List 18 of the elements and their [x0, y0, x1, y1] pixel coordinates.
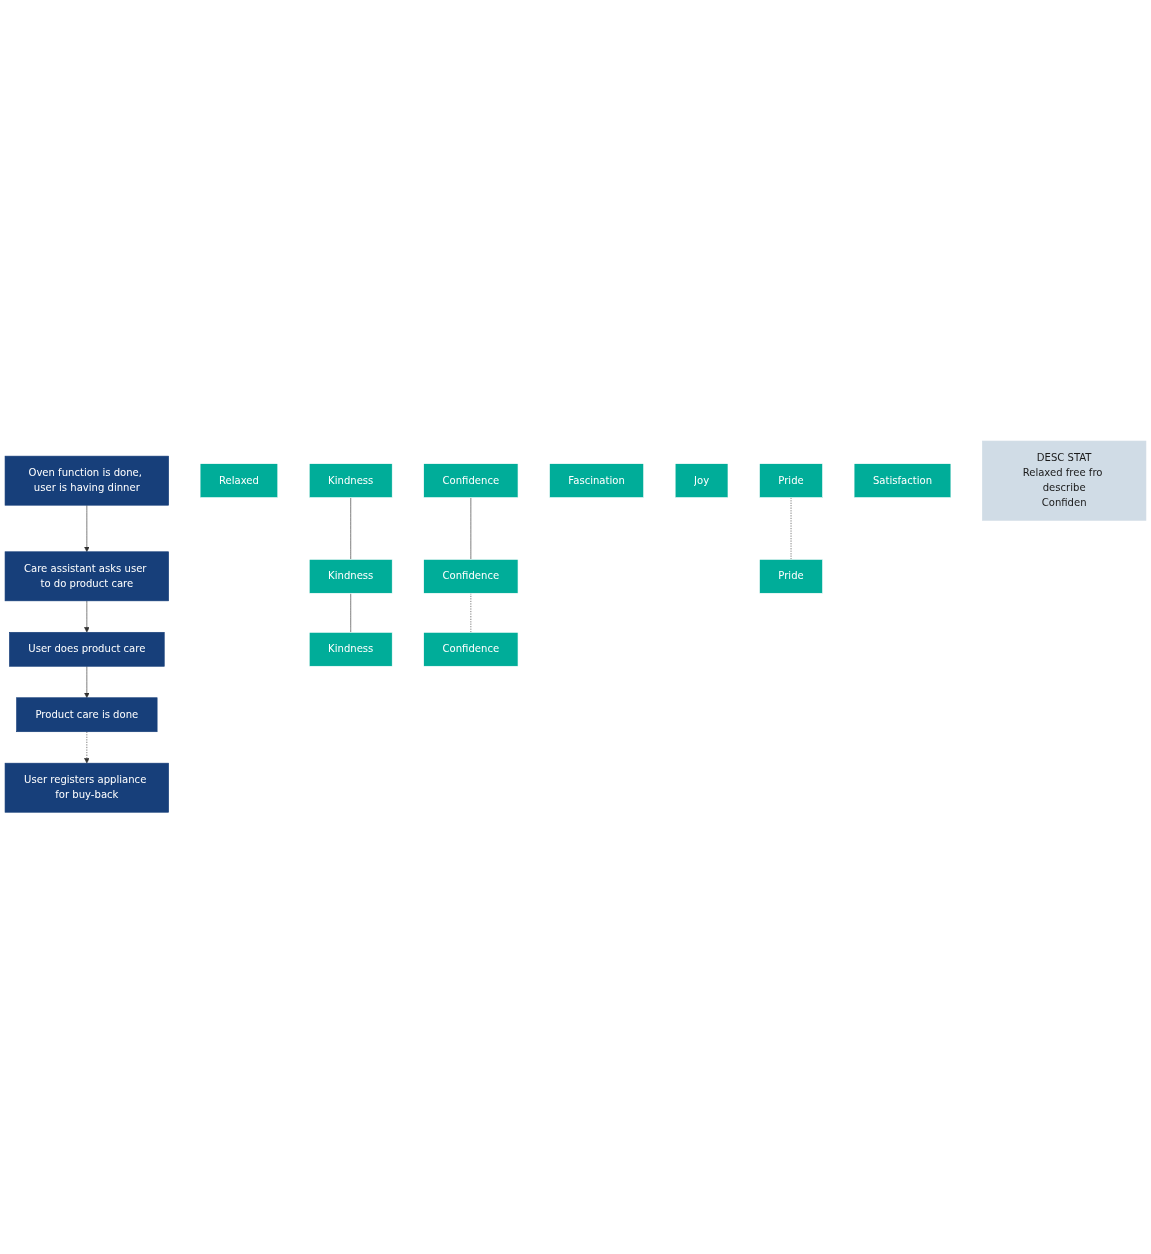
node-box: Fascination: [549, 463, 644, 499]
node-box: Pride: [759, 463, 823, 499]
node-box: User registers appliance for buy-back: [4, 763, 169, 813]
node-box: Care assistant asks user to do product care: [4, 551, 169, 602]
node-box: Kindness: [308, 559, 393, 594]
node-box: DESC STAT Relaxed free fro describe Confiden: [982, 441, 1147, 521]
node-box: Pride: [759, 559, 823, 594]
node-box: Confidence: [423, 632, 519, 667]
node-box: User does product care: [9, 632, 165, 667]
node-box: Joy: [674, 463, 729, 499]
node-box: Confidence: [423, 463, 519, 499]
node-box: Satisfaction: [853, 463, 952, 499]
node-box: Kindness: [308, 632, 393, 667]
node-box: Relaxed: [199, 463, 279, 499]
node-box: Oven function is done, user is having dinner: [4, 456, 169, 506]
node-box: Kindness: [308, 463, 393, 499]
node-box: Confidence: [423, 559, 519, 594]
node-box: Product care is done: [16, 697, 158, 733]
